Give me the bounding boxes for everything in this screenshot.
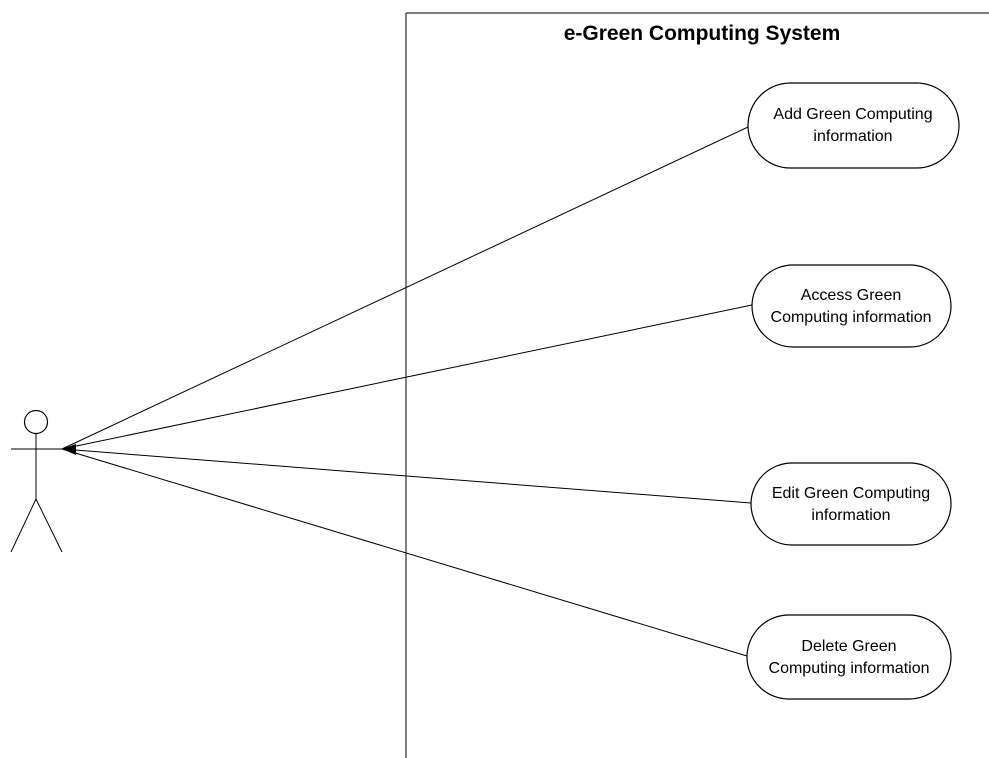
system-title: e-Green Computing System: [564, 22, 841, 45]
association-access: [61, 304, 753, 450]
use-case-access-label-line2: Computing information: [771, 309, 932, 326]
use-case-delete-label-line1: Delete Green: [801, 638, 896, 655]
actor-left-leg: [10, 498, 37, 553]
use-case-add-label-line2: information: [813, 128, 892, 145]
use-case-delete[interactable]: Delete Green Computing information: [746, 614, 952, 700]
use-case-access-label-line1: Access Green: [801, 287, 901, 304]
use-case-edit-label-line1: Edit Green Computing: [772, 485, 930, 502]
use-case-access[interactable]: Access Green Computing information: [751, 264, 952, 348]
use-case-add[interactable]: Add Green Computing information: [747, 82, 960, 169]
actor: [10, 409, 63, 553]
use-case-delete-label-line2: Computing information: [769, 660, 930, 677]
system-boundary: e-Green Computing System: [405, 12, 989, 758]
use-case-edit-label-line2: information: [811, 507, 890, 524]
use-case-edit-shape: [750, 462, 952, 546]
use-case-add-label-line1: Add Green Computing: [773, 106, 932, 123]
actor-head: [23, 409, 49, 435]
use-case-delete-shape: [746, 614, 952, 700]
association-edit: [61, 448, 752, 504]
use-case-access-shape: [751, 264, 952, 348]
association-add: [61, 126, 749, 450]
use-case-edit[interactable]: Edit Green Computing information: [750, 462, 952, 546]
association-delete: [61, 448, 748, 657]
associations: [61, 126, 753, 657]
association-arrowhead: [62, 444, 76, 455]
actor-right-leg: [35, 498, 63, 553]
use-case-add-shape: [747, 82, 960, 169]
